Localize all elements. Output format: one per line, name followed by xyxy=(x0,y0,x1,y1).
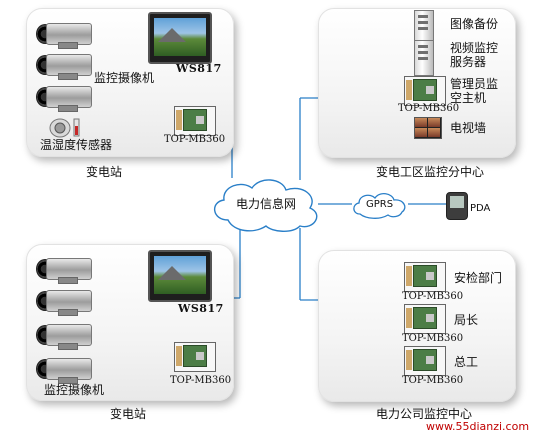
center-item-admin-line1: 管理员监 xyxy=(450,77,499,91)
center-item-video-line2: 服务器 xyxy=(450,55,487,69)
company-device-label-2: TOP-MB360 xyxy=(402,333,464,344)
company-item-inspection: 安检部门 xyxy=(454,271,503,285)
monitor-icon xyxy=(148,250,212,302)
monitor-model-label: WS817 xyxy=(176,62,222,75)
camera-label: 监控摄像机 xyxy=(44,383,105,397)
device-icon xyxy=(404,304,446,334)
company-item-chief-engineer: 总工 xyxy=(454,355,479,369)
center-item-tv-wall: 电视墙 xyxy=(450,121,487,135)
camera-icon xyxy=(36,19,92,49)
camera-label: 监控摄像机 xyxy=(94,71,155,85)
camera-icon xyxy=(36,254,92,284)
sensor-icon xyxy=(49,118,80,138)
company-device-label-3: TOP-MB360 xyxy=(402,375,464,386)
server-icon xyxy=(414,40,434,76)
center-item-video-line1: 视频监控 xyxy=(450,41,499,55)
substation-bottom-caption: 变电站 xyxy=(110,407,147,421)
monitor-model-label: WS817 xyxy=(178,302,224,315)
network-cloud-label: 电力信息网 xyxy=(236,197,297,211)
substation-top-caption: 变电站 xyxy=(86,165,123,179)
company-center-caption: 电力公司监控中心 xyxy=(376,407,473,421)
pda-label: PDA xyxy=(470,203,491,214)
monitor-icon xyxy=(148,12,212,64)
server-icon xyxy=(414,10,434,46)
gprs-label: GPRS xyxy=(366,199,394,210)
network-cloud xyxy=(214,179,318,232)
camera-icon xyxy=(36,82,92,112)
center-item-backup: 图像备份 xyxy=(450,17,499,31)
device-icon xyxy=(404,346,446,376)
device-icon xyxy=(174,342,216,372)
pda-icon xyxy=(446,192,468,220)
company-device-label-1: TOP-MB360 xyxy=(402,291,464,302)
center-device-label: TOP-MB360 xyxy=(398,103,460,114)
center-item-admin-line2: 空主机 xyxy=(450,91,487,105)
work-area-center-caption: 变电工区监控分中心 xyxy=(376,165,485,179)
device-icon xyxy=(404,262,446,292)
company-item-director: 局长 xyxy=(454,313,479,327)
gprs-cloud xyxy=(353,193,406,219)
device-icon xyxy=(404,76,446,106)
device-label: TOP-MB360 xyxy=(164,134,226,145)
camera-icon xyxy=(36,320,92,350)
sensor-label: 温湿度传感器 xyxy=(40,138,113,152)
watermark: www.55dianzi.com xyxy=(426,420,530,433)
camera-icon xyxy=(36,286,92,316)
camera-icon xyxy=(36,50,92,80)
device-label: TOP-MB360 xyxy=(170,375,232,386)
device-icon xyxy=(174,106,216,136)
camera-icon xyxy=(36,354,92,384)
tv-wall-icon xyxy=(414,117,442,139)
